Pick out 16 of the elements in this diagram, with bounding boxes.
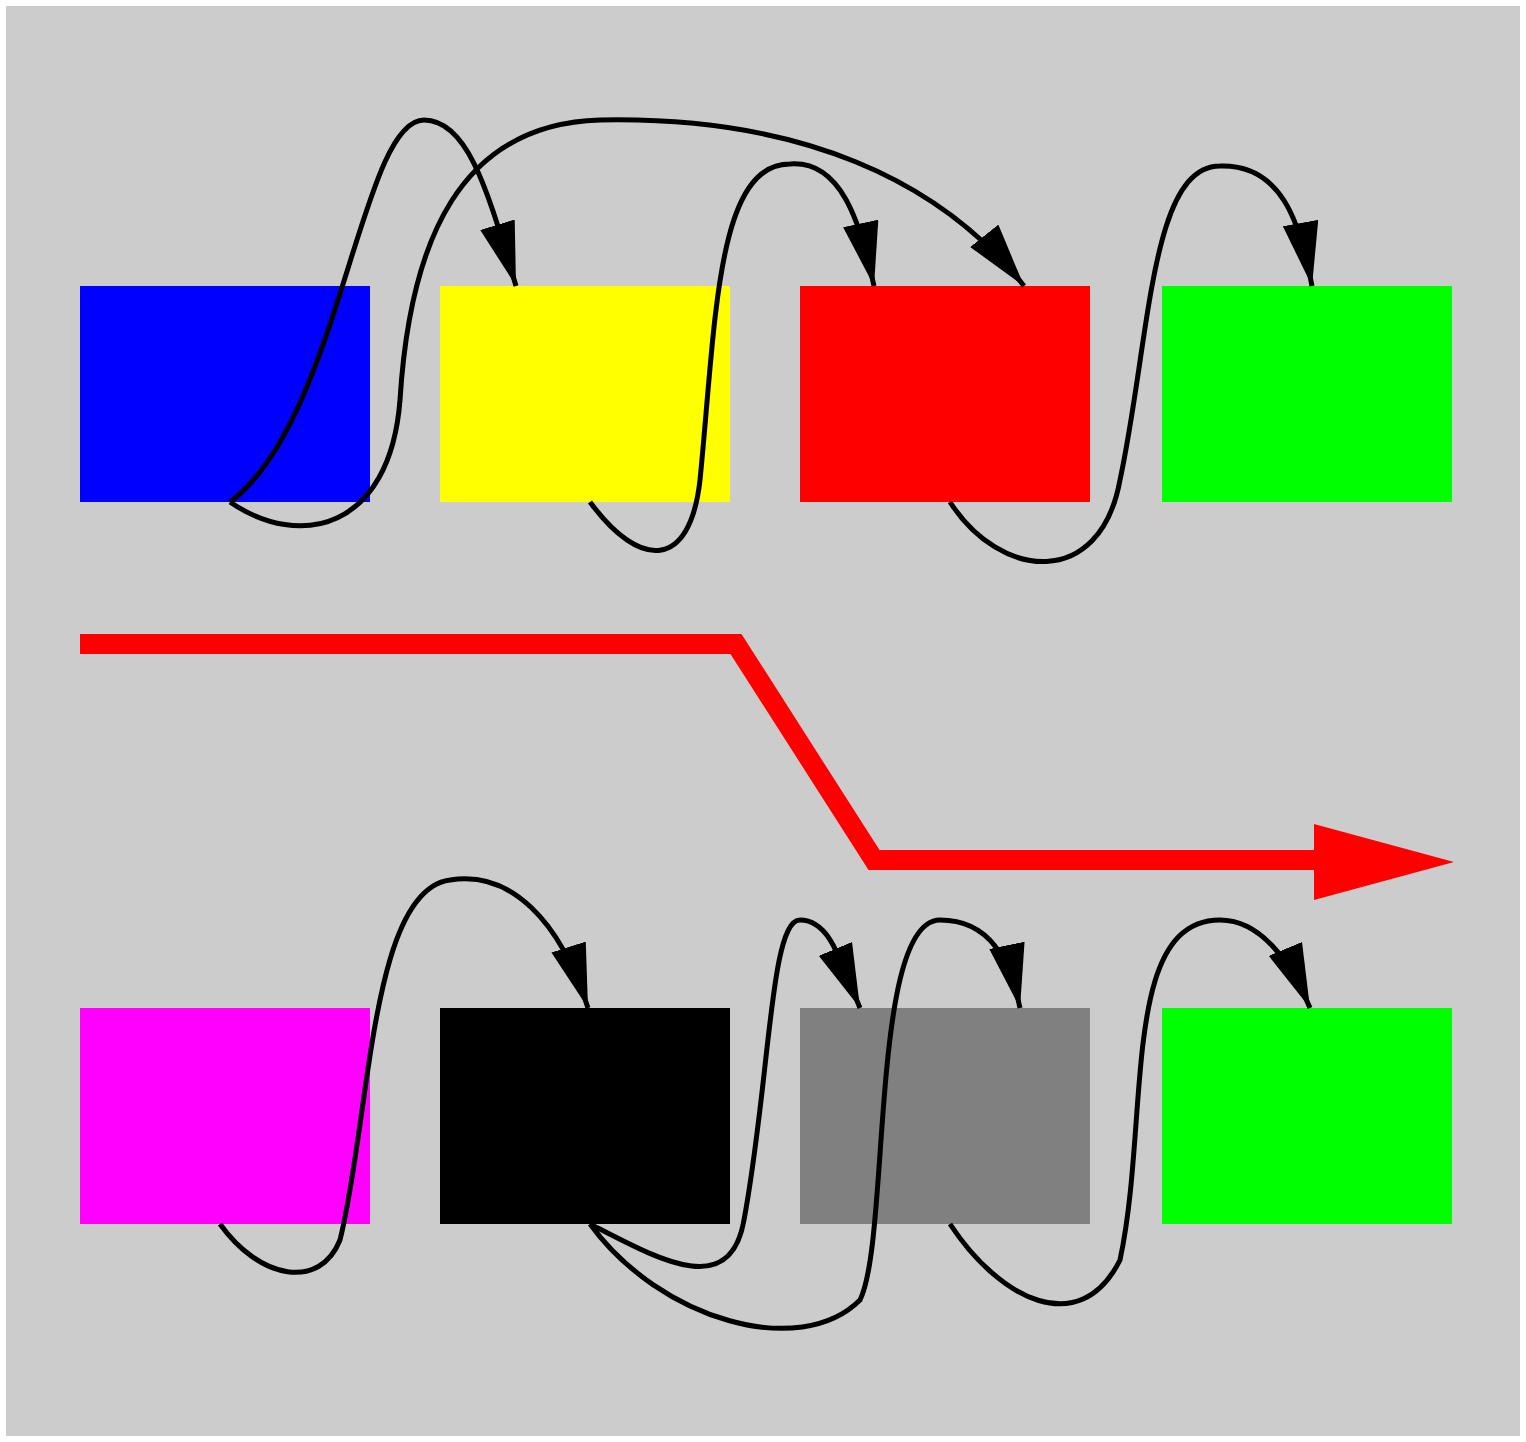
curved-arrow xyxy=(228,117,519,504)
color-block xyxy=(800,286,1090,502)
curved-arrow xyxy=(947,917,1313,1306)
curved-arrow xyxy=(948,163,1318,564)
curved-arrow xyxy=(588,161,878,553)
curved-arrow xyxy=(588,917,1024,1331)
color-block xyxy=(1162,286,1452,502)
color-block xyxy=(440,286,730,502)
curved-arrow xyxy=(228,117,1026,528)
color-block xyxy=(800,1008,1090,1224)
color-block xyxy=(80,1008,370,1224)
curved-arrow xyxy=(218,876,591,1275)
color-block xyxy=(1162,1008,1452,1224)
curved-arrow xyxy=(588,917,863,1269)
color-block xyxy=(440,1008,730,1224)
color-block xyxy=(80,286,370,502)
